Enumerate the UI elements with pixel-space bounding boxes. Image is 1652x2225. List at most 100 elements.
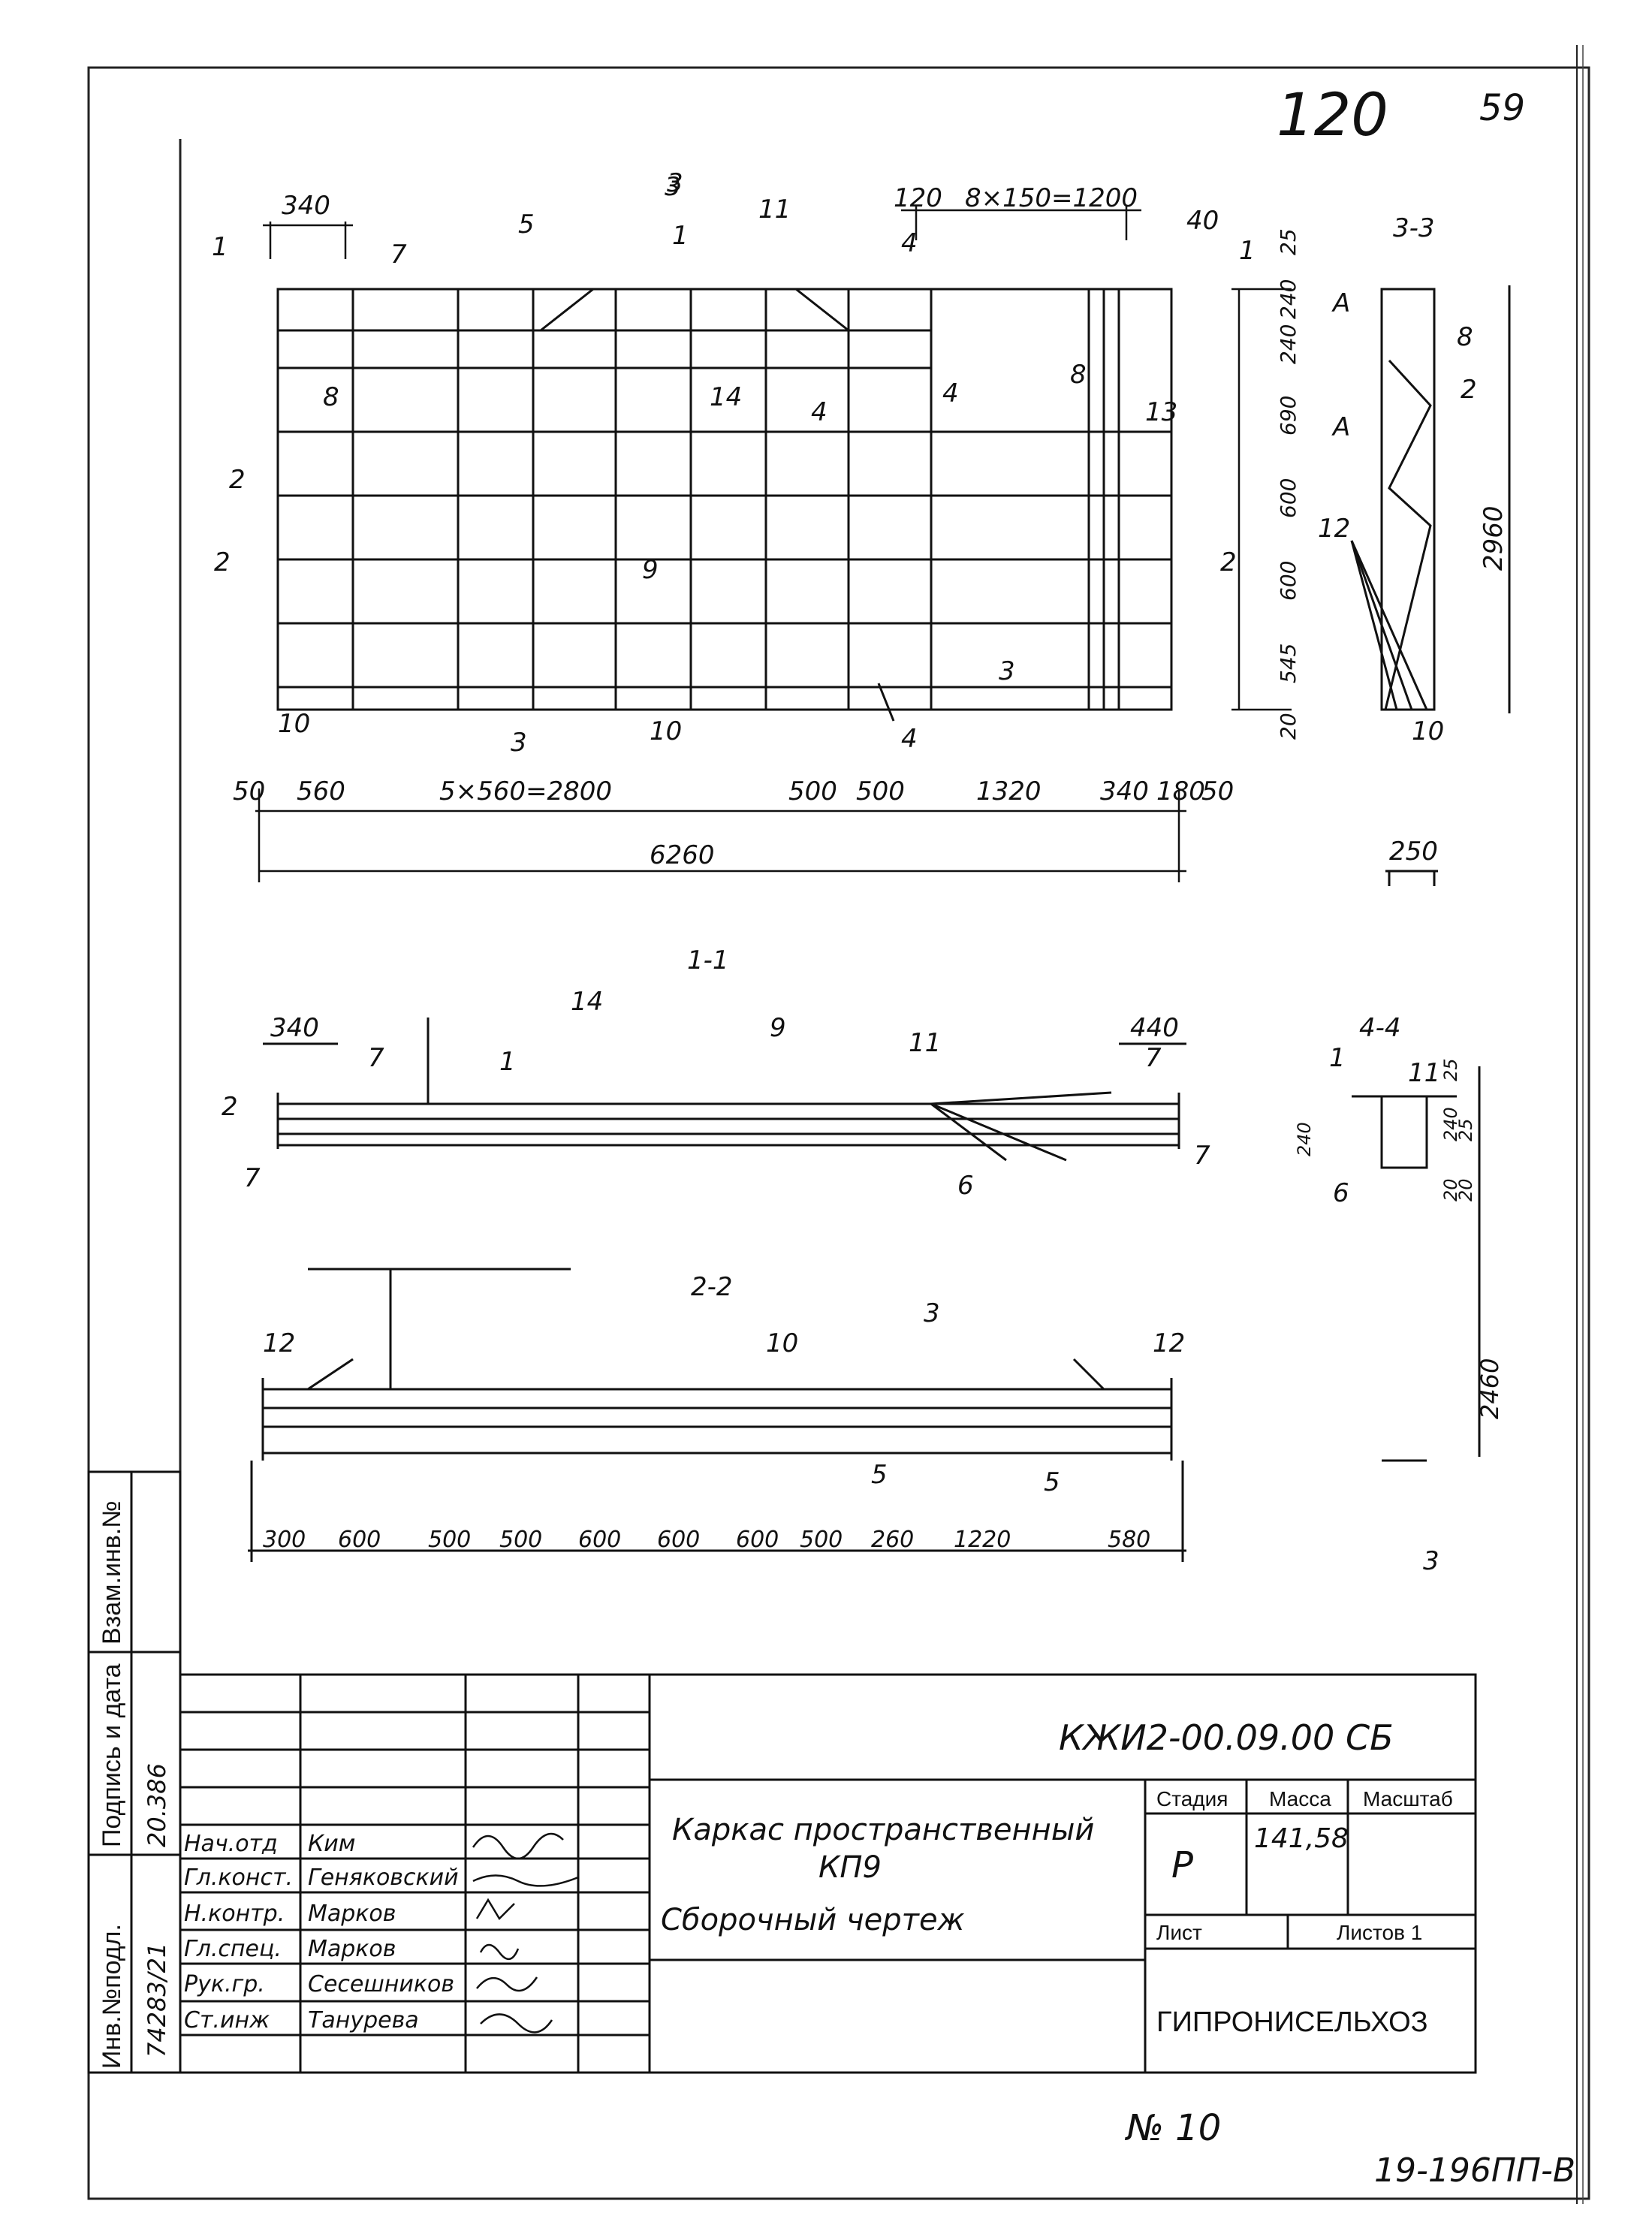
section-2-2-dim-260: 260: [871, 1527, 914, 1553]
section-1-1-dim-340: 340: [270, 1013, 319, 1043]
mark-5: 5: [518, 210, 535, 240]
right-dim-600-a: 600: [1276, 478, 1301, 518]
right-dim-240-a: 240: [1276, 279, 1301, 319]
section-4-4-mark-3: 3: [1423, 1546, 1439, 1576]
section-2-2-mark-12-left: 12: [263, 1328, 295, 1358]
top-dim-120: 120: [894, 183, 942, 213]
section-2-2-mark-3: 3: [924, 1298, 940, 1328]
mass-label: Масса: [1269, 1787, 1331, 1810]
top-dim-40: 40: [1186, 206, 1219, 236]
title-line-2: КП9: [818, 1850, 882, 1885]
mark-4-left: 4: [811, 397, 828, 427]
bottom-dim-50-right: 50: [1201, 776, 1234, 806]
mark-7: 7: [390, 240, 407, 270]
mass-value: 141,58: [1254, 1823, 1349, 1854]
section-4-4-mark-11: 11: [1408, 1058, 1440, 1088]
mark-10-mid: 10: [650, 716, 682, 746]
section-4-4-dim-20-a: 20: [1440, 1178, 1461, 1201]
section-mark-1-left: 1: [212, 232, 228, 262]
mark-1: 1: [672, 221, 689, 251]
section-3-3-mark-2: 2: [1461, 375, 1477, 405]
section-1-1-graphic: [263, 1018, 1186, 1162]
section-3-3-mark-10: 10: [1412, 716, 1444, 746]
section-2-2-mark-5b: 5: [1044, 1467, 1060, 1497]
title-line-1: Каркас пространственный: [672, 1813, 1094, 1847]
section-4-4-dim-240-left: 240: [1294, 1122, 1315, 1156]
section-3-3-mark-a2: А: [1331, 412, 1350, 442]
bottom-dim-500-a: 500: [788, 776, 837, 806]
bottom-note: № 10: [1124, 2107, 1221, 2149]
section-2-2-dim-300: 300: [263, 1527, 306, 1553]
sheet-code: 59: [1479, 87, 1525, 129]
section-3-3-height: 2960: [1479, 505, 1509, 571]
mark-8: 8: [1070, 360, 1087, 390]
page-number: 120: [1277, 82, 1388, 149]
section-2-2-dim-600-c: 600: [657, 1527, 700, 1553]
section-1-1-mark-7a: 7: [368, 1043, 384, 1073]
section-2-2-dim-500-b: 500: [499, 1527, 542, 1553]
signatory-name-2: Геняковский: [308, 1865, 459, 1891]
right-dim-545: 545: [1276, 644, 1301, 683]
top-dim-span: 8×150=1200: [965, 183, 1138, 213]
signatory-name-3: Марков: [308, 1901, 396, 1927]
side-stamp-replace-label: Взам.инв.№: [98, 1500, 126, 1645]
document-code: КЖИ2-00.09.00 СБ: [1059, 1717, 1394, 1758]
section-1-1-mark-7c: 7: [244, 1163, 261, 1193]
section-mark-2-left: 2: [214, 547, 231, 577]
section-3-3-mark-8: 8: [1457, 322, 1473, 352]
mark-14: 14: [710, 382, 742, 412]
signatory-name-4: Марков: [308, 1936, 396, 1962]
section-4-4-mark-6: 6: [1333, 1178, 1349, 1208]
section-3-3-mark-a: А: [1331, 288, 1350, 318]
right-dim-25: 25: [1276, 228, 1301, 255]
signatory-name-6: Танурева: [308, 2007, 419, 2034]
section-2-2-graphic: [248, 1268, 1186, 1562]
signatory-role-4: Гл.спец.: [184, 1936, 282, 1962]
main-view-frame-top: [255, 207, 1292, 882]
section-1-1-mark-7b: 7: [1145, 1043, 1162, 1073]
signatory-name-5: Сесешников: [308, 1971, 454, 1997]
bottom-dim-1320: 1320: [976, 776, 1042, 806]
section-2-2-mark-12-right: 12: [1153, 1328, 1185, 1358]
title-line-3: Сборочный чертеж: [661, 1903, 965, 1937]
mark-3-bottom: 3: [999, 656, 1015, 686]
mark-9: 9: [642, 555, 659, 585]
signatures: [472, 1832, 579, 2034]
bottom-dim-560: 560: [297, 776, 345, 806]
signatory-role-2: Гл.конст.: [184, 1865, 293, 1891]
side-stamp-sign-label: Подпись и дата: [98, 1663, 126, 1847]
section-2-2-dim-600-b: 600: [578, 1527, 621, 1553]
section-3-3-title: 3-3: [1393, 213, 1435, 243]
section-2-2-mark-10: 10: [766, 1328, 798, 1358]
section-2-2-title: 2-2: [691, 1272, 733, 1302]
section-mark-4-bottom: 4: [901, 724, 918, 754]
side-stamp-inv-label: Инв.№подл.: [98, 1924, 126, 2069]
signatory-role-6: Ст.инж: [184, 2007, 270, 2034]
section-1-1-title: 1-1: [687, 945, 729, 975]
stage-value: Р: [1171, 1844, 1193, 1886]
section-2-2-dim-1220: 1220: [954, 1527, 1011, 1553]
mark-2: 2: [229, 465, 246, 495]
mark-11: 11: [758, 194, 791, 225]
main-view: [276, 288, 1173, 722]
section-3-3-width: 250: [1389, 837, 1438, 867]
signatory-role-1: Нач.отд: [184, 1831, 278, 1857]
right-dim-600-b: 600: [1276, 561, 1301, 601]
section-mark-4-top: 4: [901, 228, 918, 258]
overall-dim: 6260: [650, 840, 715, 870]
signatory-role-3: Н.контр.: [184, 1901, 285, 1927]
mark-13: 13: [1145, 397, 1177, 427]
section-2-2-dim-580: 580: [1108, 1527, 1150, 1553]
sheets-label: Листов 1: [1337, 1921, 1422, 1944]
side-stamp-inv-value: 74283/21: [143, 1943, 171, 2058]
mark-10-left: 10: [278, 709, 310, 739]
bottom-dim-500-b: 500: [856, 776, 905, 806]
bottom-dim-340: 340: [1100, 776, 1149, 806]
section-1-1-mark-7d: 7: [1194, 1141, 1210, 1171]
section-4-4-dim-240-right: 240: [1440, 1107, 1461, 1141]
bottom-dim-180: 180: [1156, 776, 1205, 806]
section-1-1-mark-1: 1: [499, 1047, 516, 1077]
section-4-4-dim-20-b: 20: [1455, 1178, 1476, 1201]
section-2-2-dim-500-c: 500: [800, 1527, 843, 1553]
